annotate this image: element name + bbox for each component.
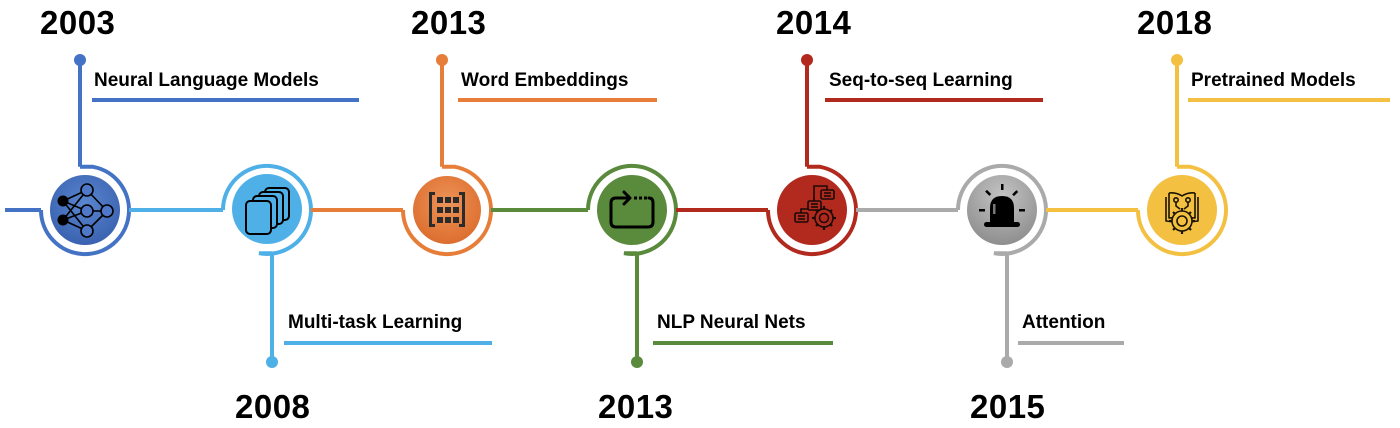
alarm-siren-icon <box>967 175 1037 245</box>
milestone-year: 2008 <box>235 388 311 425</box>
milestone-year: 2015 <box>970 388 1046 425</box>
label-underline <box>284 341 492 345</box>
embedding-matrix-icon <box>413 176 481 244</box>
milestone-label: Seq-to-seq Learning <box>829 70 1013 91</box>
milestone-year: 2013 <box>598 388 674 425</box>
label-underline <box>825 98 1043 102</box>
stacked-cards-icon <box>232 174 302 244</box>
label-underline <box>1188 98 1390 102</box>
milestone-year: 2013 <box>411 4 487 41</box>
label-underline <box>92 98 359 102</box>
milestone-year: 2003 <box>40 4 116 41</box>
milestone-label: Multi-task Learning <box>288 312 463 333</box>
milestone-year: 2014 <box>776 4 852 41</box>
milestone-label: Attention <box>1022 312 1106 333</box>
neural-network-icon <box>50 175 120 245</box>
milestone-label: Neural Language Models <box>94 70 319 91</box>
flowchart-gear-icon <box>777 175 847 245</box>
book-gear-icon <box>1147 175 1217 245</box>
label-underline <box>1018 341 1124 345</box>
milestone-label: NLP Neural Nets <box>657 312 806 333</box>
label-underline <box>458 98 657 102</box>
label-underline <box>653 341 833 345</box>
milestone-year: 2018 <box>1137 4 1213 41</box>
recurrent-loop-icon <box>597 175 667 245</box>
milestone-label: Word Embeddings <box>461 70 629 91</box>
milestone-label: Pretrained Models <box>1191 70 1356 91</box>
